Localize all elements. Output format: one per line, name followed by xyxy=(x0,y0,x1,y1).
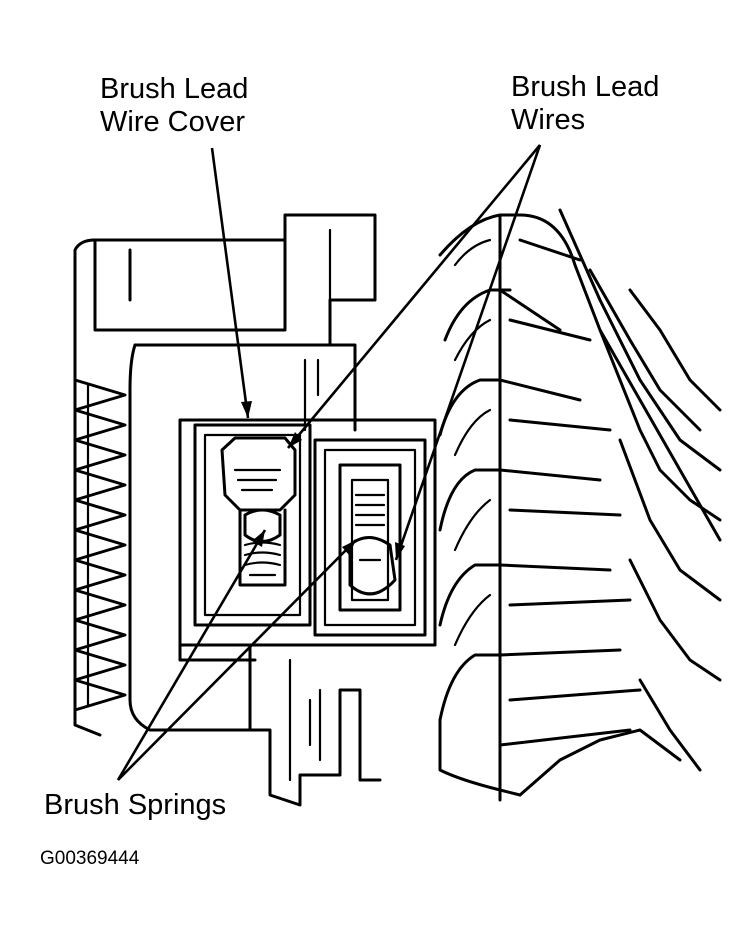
leader-wire-right xyxy=(394,144,542,561)
label-brush-lead-wires: Brush Lead Wires xyxy=(511,71,659,137)
figure-id: G00369444 xyxy=(40,848,140,869)
leader-lines xyxy=(116,144,542,781)
label-line-1: Brush Lead xyxy=(511,71,660,103)
label-line-2: Wires xyxy=(511,104,586,136)
label-line-1: Brush Springs xyxy=(44,789,227,821)
arrowhead-spring-left xyxy=(252,530,265,547)
leader-wire-left xyxy=(287,144,541,449)
leader-wire-cover xyxy=(210,147,250,419)
leader-spring-right xyxy=(117,539,357,781)
label-line-1: Brush Lead xyxy=(100,73,249,105)
housing-outline xyxy=(73,213,377,732)
arrowhead-wire-cover xyxy=(241,401,252,418)
arrowhead-wire-left xyxy=(288,432,302,448)
lower-housing xyxy=(178,643,382,807)
leader-spring-left xyxy=(116,529,267,781)
brush-holder-block xyxy=(178,418,437,647)
stator-section xyxy=(438,208,722,802)
label-brush-lead-wire-cover: Brush Lead Wire Cover xyxy=(100,73,248,139)
cooling-fins xyxy=(73,298,127,737)
left-brush-assembly xyxy=(220,436,297,587)
label-brush-springs: Brush Springs xyxy=(44,789,226,822)
arrowhead-wire-right xyxy=(395,542,405,560)
right-brush-assembly xyxy=(338,463,402,612)
label-line-2: Wire Cover xyxy=(100,106,246,138)
arrowhead-spring-right xyxy=(342,540,356,555)
